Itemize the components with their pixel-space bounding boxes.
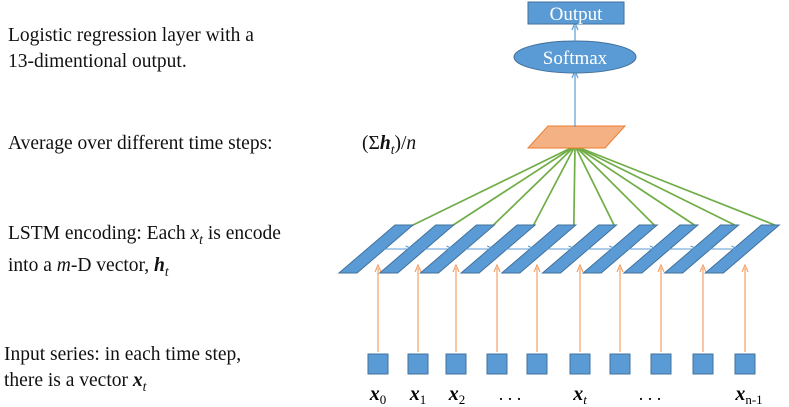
average-link-line <box>410 145 576 227</box>
ellipsis-label: . . . <box>499 384 522 404</box>
input-vector-label: x2 <box>448 383 466 407</box>
output-layer-annotation: Logistic regression layer with a 13-dime… <box>8 23 254 75</box>
input-line2-prefix: there is a vector <box>4 370 133 391</box>
lstm-line2-h: h <box>154 254 165 276</box>
input-vector-label: xt <box>572 383 587 407</box>
input-labels: x0 x1 x2 . . . xt . . . xn-1 <box>369 383 763 407</box>
input-line1: Input series: in each time step, <box>4 344 242 365</box>
lstm-line1-sub: t <box>199 231 203 247</box>
softmax-label: Softmax <box>543 48 608 69</box>
input-box <box>734 353 756 375</box>
input-line2-sub: t <box>142 378 147 394</box>
lstm-cell <box>419 224 496 274</box>
average-connection-lines <box>410 145 778 227</box>
average-link-line <box>532 145 576 227</box>
input-line2-var: x <box>132 370 143 391</box>
lstm-cell <box>541 224 618 274</box>
average-link-line <box>574 145 697 227</box>
input-box <box>486 353 508 375</box>
lstm-cell <box>337 224 415 274</box>
average-link-line <box>574 145 616 227</box>
lstm-cell <box>703 224 781 274</box>
input-box <box>569 353 591 375</box>
average-text: Average over different time steps: <box>8 133 273 154</box>
input-box <box>609 353 631 375</box>
average-link-line <box>451 145 576 227</box>
formula-h: h <box>379 133 391 154</box>
input-annotation: Input series: in each time step, there i… <box>4 342 241 400</box>
average-link-line <box>574 145 778 227</box>
lstm-cell <box>459 224 537 274</box>
input-arrows <box>378 268 745 352</box>
lstm-annotation: LSTM encoding: Each xt is encode into a … <box>8 221 281 285</box>
lstm-line1-var: x <box>190 223 200 244</box>
input-box <box>367 353 389 375</box>
output-layer-line1: Logistic regression layer with a <box>8 25 254 46</box>
lstm-cell <box>378 224 456 274</box>
lstm-line2-sub: t <box>164 263 169 279</box>
average-link-line <box>491 145 576 227</box>
input-box <box>445 353 467 375</box>
ellipsis-label: . . . <box>639 384 662 404</box>
lstm-cell <box>663 224 740 274</box>
output-label: Output <box>550 4 604 25</box>
lstm-line2-prefix: into a <box>8 254 57 276</box>
lstm-line1-suffix: is encode <box>202 223 281 244</box>
formula-open: (Σ <box>362 133 380 154</box>
average-node <box>526 125 627 149</box>
average-annotation: Average over different time steps: <box>8 131 273 157</box>
formula-sub: t <box>390 141 395 157</box>
formula-close: )/ <box>394 133 407 154</box>
lstm-cell <box>500 224 578 274</box>
input-box <box>407 353 429 375</box>
input-box <box>692 353 714 375</box>
lstm-cell <box>581 224 659 274</box>
output-node <box>527 1 625 25</box>
lstm-line2: into a m-D vector, ht <box>8 253 281 285</box>
lstm-cells <box>337 224 781 274</box>
input-boxes <box>367 353 756 375</box>
input-box <box>526 353 548 375</box>
input-vector-label: xn-1 <box>734 383 762 407</box>
average-link-line <box>572 145 576 227</box>
input-vector-label: x1 <box>409 383 427 407</box>
lstm-cell <box>622 224 700 274</box>
average-formula: (Σht)/n <box>362 131 416 163</box>
lstm-line2-m: m <box>56 254 71 276</box>
average-link-line <box>574 145 737 227</box>
input-line2: there is a vector xt <box>4 368 241 400</box>
formula-n: n <box>406 133 417 154</box>
input-box <box>650 353 672 375</box>
input-vector-label: x0 <box>369 383 387 407</box>
lstm-line2-mid: -D vector, <box>70 254 154 276</box>
lstm-line1-prefix: LSTM encoding: Each <box>8 223 191 244</box>
output-layer-line2: 13-dimentional output. <box>8 51 187 72</box>
average-link-line <box>574 145 656 227</box>
lstm-line1: LSTM encoding: Each xt is encode <box>8 221 281 253</box>
